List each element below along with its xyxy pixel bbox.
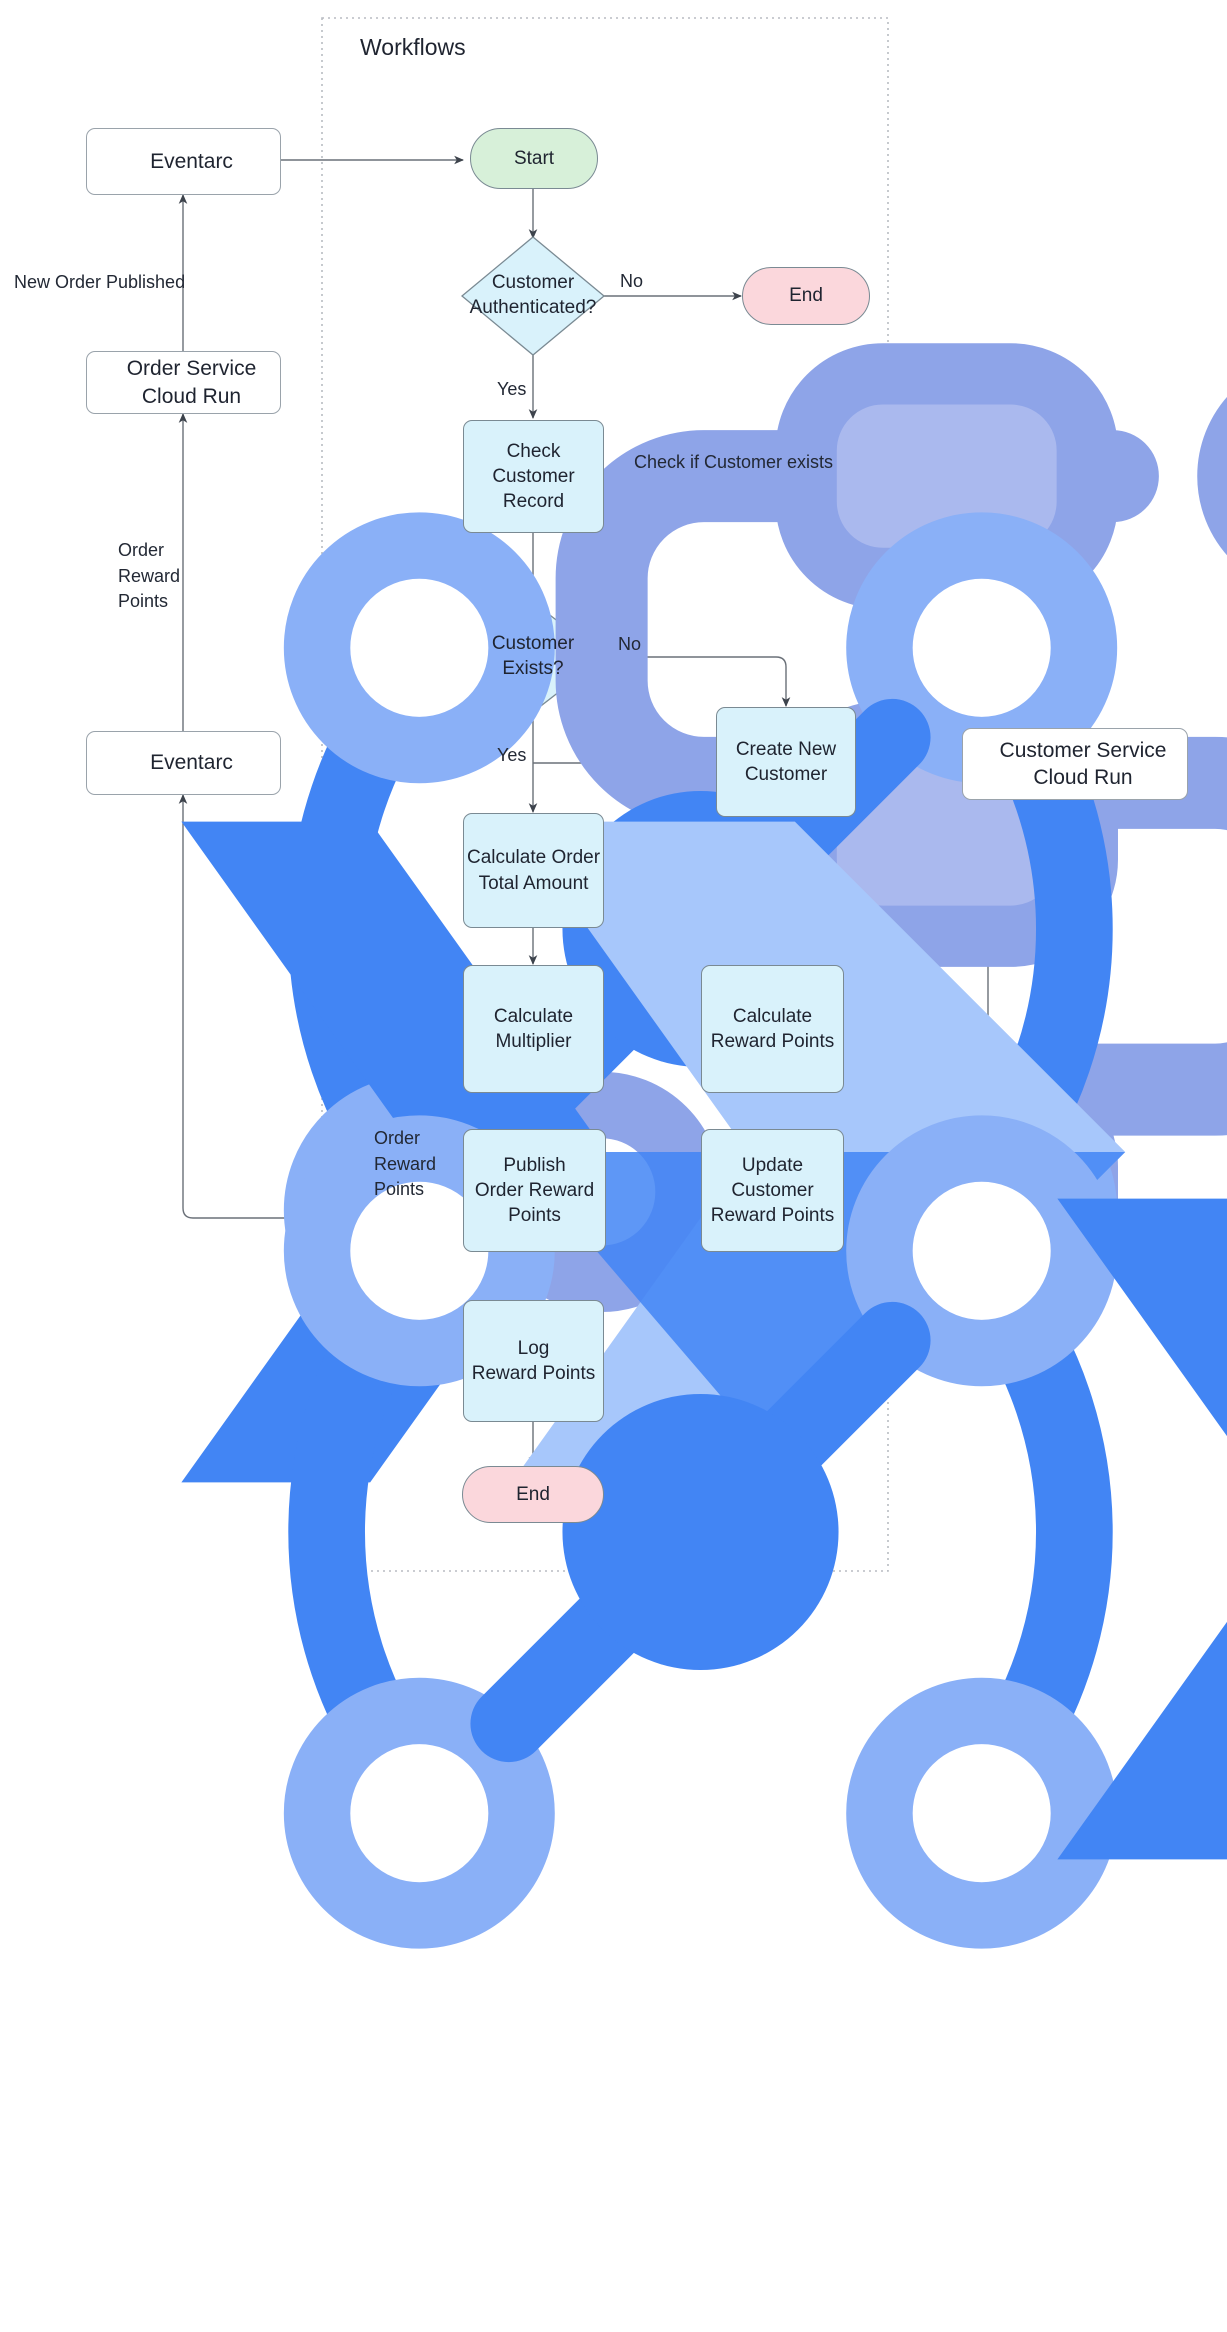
edge-label-auth-no: No xyxy=(620,271,644,291)
node-label-calculate-order-total-amount: Calculate Order Total Amount xyxy=(466,847,601,894)
node-label-check-customer-record: Check Customer Record xyxy=(492,440,575,513)
service-node-customer-service-cloud-run[interactable]: Customer Service Cloud Run xyxy=(962,728,1227,1860)
node-label-calculate-reward-points: Calculate Reward Points xyxy=(710,1005,835,1052)
node-label-update-customer-reward-points: Update Customer Reward Points xyxy=(710,1154,835,1227)
edge-label-auth-yes: Yes xyxy=(497,379,527,399)
node-calculate-reward-points[interactable]: Calculate Reward Points xyxy=(701,965,844,1093)
node-log-reward-points[interactable]: Log Reward Points xyxy=(463,1300,604,1422)
node-label-calculate-multiplier: Calculate Multiplier xyxy=(493,1005,574,1052)
service-node-order-service-cloud-run[interactable]: Order Service Cloud Run xyxy=(86,351,1126,1483)
service-node-eventarc-top[interactable]: Eventarc xyxy=(86,128,1118,1346)
node-create-new-customer[interactable]: Create New Customer xyxy=(716,707,856,817)
node-label-end-bottom: End xyxy=(516,1483,550,1505)
service-label-eventarc-top: Eventarc xyxy=(150,149,233,173)
node-publish-order-reward-points[interactable]: Publish Order Reward Points xyxy=(463,1129,606,1252)
node-label-publish-order-reward-points: Publish Order Reward Points xyxy=(474,1154,595,1227)
node-check-customer-record[interactable]: Check Customer Record xyxy=(463,420,604,533)
node-label-customer-authenticated: Customer Authenticated? xyxy=(469,272,597,318)
edge-label-order-reward-points-left: Order Reward Points xyxy=(118,540,181,612)
node-start[interactable]: Start xyxy=(470,128,598,189)
node-customer-exists[interactable]: Customer Exists? xyxy=(462,602,604,712)
service-label-order-service: Order Service Cloud Run xyxy=(126,357,257,408)
edge-exists-no-to-create xyxy=(604,656,791,707)
node-label-log-reward-points: Log Reward Points xyxy=(471,1337,596,1384)
service-label-eventarc-bottom: Eventarc xyxy=(150,751,233,775)
node-label-create-new-customer: Create New Customer xyxy=(735,738,837,785)
service-node-eventarc-bottom[interactable]: Eventarc xyxy=(86,731,1118,1949)
diagram-canvas: Workflows Eventarc xyxy=(14,17,1227,1949)
node-calculate-order-total-amount[interactable]: Calculate Order Total Amount xyxy=(463,813,604,928)
node-update-customer-reward-points[interactable]: Update Customer Reward Points xyxy=(701,1129,844,1252)
edge-label-exists-yes: Yes xyxy=(497,745,527,765)
workflows-group-label: Workflows xyxy=(360,34,466,60)
node-label-end-top: End xyxy=(789,285,823,307)
decision-customer-authenticated xyxy=(460,236,606,356)
node-calculate-multiplier[interactable]: Calculate Multiplier xyxy=(463,965,604,1093)
node-end-top[interactable]: End xyxy=(742,267,870,325)
edge-label-new-order-published: New Order Published xyxy=(14,272,186,292)
node-label-customer-exists: Customer Exists? xyxy=(491,633,575,679)
edge-publish-to-eventarc-bottom xyxy=(178,794,463,1219)
service-label-customer-service: Customer Service Cloud Run xyxy=(999,738,1167,789)
node-label-start: Start xyxy=(513,147,555,169)
workflows-group-title: Workflows xyxy=(346,34,1227,1325)
node-end-bottom[interactable]: End xyxy=(462,1466,604,1523)
edge-label-check-if-customer-exists: Check if Customer exists xyxy=(634,452,834,472)
node-customer-authenticated[interactable]: Customer Authenticated? xyxy=(462,237,604,355)
edge-label-exists-no: No xyxy=(618,634,642,654)
edge-label-order-reward-points-bottom: Order Reward Points xyxy=(374,1128,437,1200)
